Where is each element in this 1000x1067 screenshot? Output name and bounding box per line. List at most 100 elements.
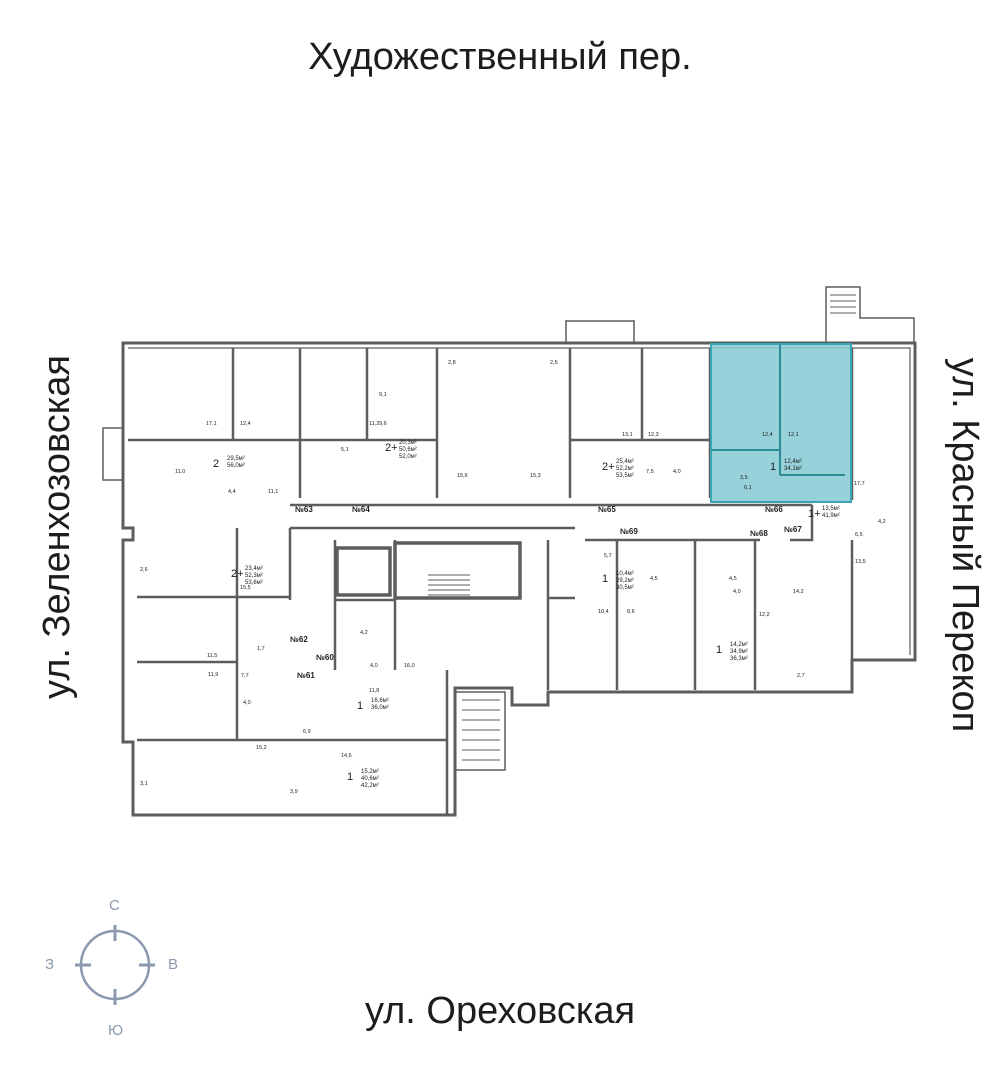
- room-area: 8,6: [627, 609, 635, 615]
- room-area: 11,1: [268, 489, 278, 495]
- apartment-number: №64: [352, 505, 370, 514]
- compass: [75, 925, 155, 1005]
- room-area: 3,9: [290, 789, 298, 795]
- apartment-living-area: 12,4м²: [784, 459, 802, 465]
- room-area: 14,2: [793, 589, 804, 595]
- room-area: 4,5: [650, 576, 658, 582]
- apartment-total-area: 50,6м²: [399, 447, 417, 453]
- apartment-full-area: 30,5м²: [616, 585, 634, 591]
- room-area: 11,0: [175, 469, 185, 475]
- apartment-living-area: 16,6м²: [371, 698, 389, 704]
- apartment-number: №63: [295, 505, 313, 514]
- apartment-total-area: 56,0м²: [227, 463, 245, 469]
- room-area: 10,4: [598, 609, 609, 615]
- apartment-total-area: 29,2м²: [616, 578, 634, 584]
- apartment-full-area: 36,3м²: [730, 656, 748, 662]
- apartment-full-area: 53,6м²: [245, 580, 263, 586]
- apartment-number: №60: [316, 653, 334, 662]
- room-area: 4,0: [370, 663, 378, 669]
- apartment-total-area: 41,9м²: [822, 513, 840, 519]
- apartment-number: №61: [297, 671, 315, 680]
- room-area: 12,3: [648, 432, 659, 438]
- apartment-living-area: 29,5м²: [227, 456, 245, 462]
- room-area: 9,6: [379, 421, 387, 427]
- room-area: 4,0: [673, 469, 681, 475]
- compass-west-label: З: [45, 956, 55, 973]
- apartment-living-area: 13,5м²: [822, 506, 840, 512]
- apartment-total-area: 34,9м²: [730, 649, 748, 655]
- apartment-total-area: 36,0м²: [371, 705, 389, 711]
- room-area: 2,5: [550, 360, 558, 366]
- room-area: 2,6: [140, 567, 148, 573]
- room-area: 11,8: [369, 688, 379, 694]
- room-area: 6,9: [303, 729, 311, 735]
- apartment-total-area: 52,2м²: [616, 466, 634, 472]
- balcony-top: [565, 320, 635, 343]
- room-area: 12,2: [759, 612, 770, 618]
- apartment-living-area: 23,4м²: [245, 566, 263, 572]
- room-area: 13,5: [855, 559, 866, 565]
- compass-north-label: С: [109, 897, 120, 914]
- room-area: 15,2: [256, 745, 267, 751]
- room-area: 11,9: [208, 672, 218, 678]
- stairwell: [335, 541, 522, 600]
- room-area: 17,1: [206, 421, 217, 427]
- building-walls: [102, 286, 917, 817]
- apartment-living-area: 25,4м²: [616, 459, 634, 465]
- apartment-living-area: 20,3м²: [399, 440, 417, 446]
- apartment-66-internal-walls: [711, 344, 845, 476]
- apartment-rooms-label: 2+: [385, 442, 398, 454]
- room-area: 4,5: [729, 576, 737, 582]
- apartment-rooms-label: 1: [770, 461, 776, 473]
- apartment-living-area: 15,2м²: [361, 769, 379, 775]
- apartment-number: №62: [290, 635, 308, 644]
- room-area: 6,1: [744, 485, 752, 491]
- room-area: 4,4: [228, 489, 236, 495]
- apartment-number: №68: [750, 529, 768, 538]
- room-area: 12,1: [788, 432, 799, 438]
- street-label-top: Художественный пер.: [308, 36, 692, 78]
- room-area: 15,3: [530, 473, 541, 479]
- room-area: 2,7: [797, 673, 805, 679]
- room-area: 2,8: [448, 360, 456, 366]
- room-area: 7,5: [646, 469, 654, 475]
- apartment-living-area: 14,2м²: [730, 642, 748, 648]
- apartment-number: №67: [784, 525, 802, 534]
- apartment-total-area: 40,6м²: [361, 776, 379, 782]
- room-area: 15,6: [457, 473, 468, 479]
- corridor-wall: [290, 503, 814, 542]
- apartment-number: №65: [598, 505, 616, 514]
- room-area: 5,1: [341, 447, 349, 453]
- stair-steps: [428, 294, 856, 761]
- apartment-number: №66: [765, 505, 783, 514]
- compass-south-label: Ю: [108, 1022, 124, 1039]
- apartment-rooms-label: 2: [213, 458, 219, 470]
- apartment-full-area: 42,2м²: [361, 783, 379, 789]
- room-area: 3,1: [140, 781, 148, 787]
- apartment-rooms-label: 1: [602, 573, 608, 585]
- balcony-left: [102, 427, 123, 481]
- room-area: 6,5: [855, 532, 863, 538]
- apartment-rooms-label: 1: [347, 771, 353, 783]
- room-area: 16,0: [404, 663, 415, 669]
- apartment-full-area: 52,0м²: [399, 454, 417, 460]
- apartment-rooms-label: 2+: [231, 568, 244, 580]
- compass-east-label: В: [168, 956, 179, 973]
- room-area: 4,0: [243, 700, 251, 706]
- stairs-top-right: [825, 286, 915, 343]
- apartment-rooms-label: 1: [357, 700, 363, 712]
- street-label-bottom: ул. Ореховская: [364, 990, 636, 1032]
- room-area: 3,5: [740, 475, 748, 481]
- apartment-total-area: 52,3м²: [245, 573, 263, 579]
- apartment-rooms-label: 1: [716, 644, 722, 656]
- stairs-bottom: [455, 691, 506, 771]
- room-area: 4,2: [360, 630, 368, 636]
- apartment-living-area: 10,4м²: [616, 571, 634, 577]
- room-area: 15,5: [240, 585, 251, 591]
- room-area: 5,7: [604, 553, 612, 559]
- room-area: 12,4: [762, 432, 773, 438]
- room-area: 14,6: [341, 753, 352, 759]
